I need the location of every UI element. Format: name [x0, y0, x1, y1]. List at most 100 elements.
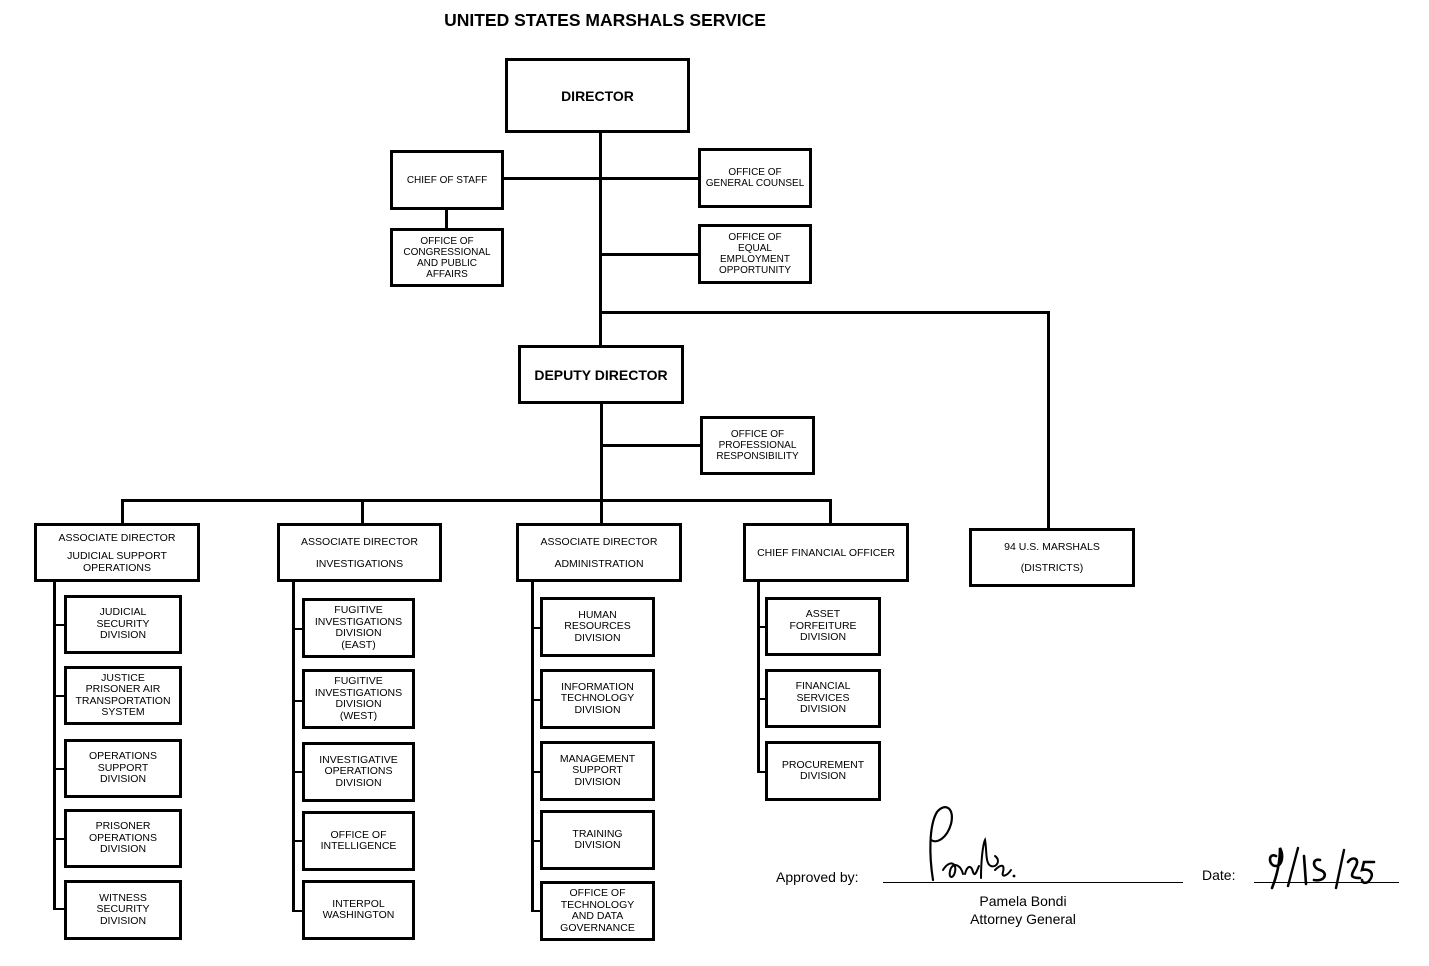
division-box: ASSET FORFEITURE DIVISION: [765, 597, 881, 656]
assoc-director-judicial-line1: ASSOCIATE DIRECTOR: [58, 531, 176, 544]
division-label: INTERPOL WASHINGTON: [322, 897, 395, 921]
connector-line: [531, 581, 534, 912]
division-box: OFFICE OF TECHNOLOGY AND DATA GOVERNANCE: [540, 881, 655, 941]
division-box: FUGITIVE INVESTIGATIONS DIVISION (WEST): [302, 669, 415, 729]
division-label: FINANCIAL SERVICES DIVISION: [795, 680, 851, 716]
division-label: MANAGEMENT SUPPORT DIVISION: [559, 752, 636, 788]
assoc-director-administration-line2: ADMINISTRATION: [554, 557, 644, 570]
general-counsel-box: OFFICE OF GENERAL COUNSEL: [698, 148, 812, 208]
connector-line: [292, 910, 304, 912]
professional-responsibility-label: OFFICE OF PROFESSIONAL RESPONSIBILITY: [716, 429, 799, 462]
connector-line: [121, 499, 124, 525]
division-label: INFORMATION TECHNOLOGY DIVISION: [560, 680, 635, 716]
connector-line: [53, 838, 66, 840]
signature-mark: [929, 806, 1016, 882]
connector-line: [757, 771, 768, 773]
congressional-affairs-label: OFFICE OF CONGRESSIONAL AND PUBLIC AFFAI…: [403, 235, 491, 280]
connector-line: [531, 771, 543, 773]
connector-line: [1047, 311, 1050, 529]
marshals-line1: 94 U.S. MARSHALS: [1004, 541, 1100, 553]
equal-employment-box: OFFICE OF EQUAL EMPLOYMENT OPPORTUNITY: [698, 224, 812, 284]
division-label: PROCUREMENT DIVISION: [781, 758, 865, 782]
division-box: OFFICE OF INTELLIGENCE: [302, 811, 415, 871]
approval-signature-line: [883, 882, 1183, 883]
connector-line: [600, 499, 603, 525]
division-label: OFFICE OF INTELLIGENCE: [320, 828, 397, 852]
division-label: OFFICE OF TECHNOLOGY AND DATA GOVERNANCE: [560, 887, 635, 934]
professional-responsibility-box: OFFICE OF PROFESSIONAL RESPONSIBILITY: [700, 416, 815, 475]
handwritten-date-mark: [1268, 846, 1376, 890]
division-label: HUMAN RESOURCES DIVISION: [564, 608, 631, 644]
approver-name: Pamela Bondi: [979, 893, 1067, 909]
division-box: PRISONER OPERATIONS DIVISION: [64, 809, 182, 868]
connector-line: [361, 499, 364, 525]
assoc-director-judicial-box: ASSOCIATE DIRECTOR JUDICIAL SUPPORT OPER…: [34, 523, 200, 582]
date-label: Date:: [1202, 867, 1236, 883]
marshals-line2: (DISTRICTS): [1020, 562, 1084, 574]
division-box: WITNESS SECURITY DIVISION: [64, 880, 182, 940]
director-box: DIRECTOR: [505, 58, 690, 133]
division-label: PRISONER OPERATIONS DIVISION: [88, 820, 158, 856]
assoc-director-judicial-line2: JUDICIAL SUPPORT OPERATIONS: [67, 549, 167, 574]
chief-of-staff-label: CHIEF OF STAFF: [406, 174, 488, 186]
general-counsel-label: OFFICE OF GENERAL COUNSEL: [705, 167, 805, 189]
division-label: OPERATIONS SUPPORT DIVISION: [88, 750, 158, 786]
connector-line: [757, 698, 768, 700]
connector-line: [292, 771, 304, 773]
connector-line: [757, 626, 768, 628]
cfo-box: CHIEF FINANCIAL OFFICER: [743, 523, 909, 582]
connector-line: [292, 840, 304, 842]
division-box: FUGITIVE INVESTIGATIONS DIVISION (EAST): [302, 598, 415, 658]
division-label: FUGITIVE INVESTIGATIONS DIVISION (EAST): [314, 604, 403, 651]
approver-role: Attorney General: [970, 911, 1076, 927]
connector-line: [53, 581, 56, 910]
connector-line: [53, 624, 66, 626]
assoc-director-investigations-box: ASSOCIATE DIRECTOR INVESTIGATIONS: [277, 523, 442, 582]
connector-line: [53, 695, 66, 697]
division-box: INTERPOL WASHINGTON: [302, 880, 415, 940]
division-box: TRAINING DIVISION: [540, 810, 655, 870]
connector-line: [292, 628, 304, 630]
connector-line: [599, 132, 602, 346]
division-box: INFORMATION TECHNOLOGY DIVISION: [540, 669, 655, 729]
connector-line: [121, 499, 832, 502]
connector-line: [601, 177, 700, 180]
connector-line: [53, 768, 66, 770]
assoc-director-administration-box: ASSOCIATE DIRECTOR ADMINISTRATION: [516, 523, 682, 582]
division-label: FUGITIVE INVESTIGATIONS DIVISION (WEST): [314, 675, 403, 722]
connector-line: [601, 311, 1050, 314]
division-box: JUDICIAL SECURITY DIVISION: [64, 595, 182, 654]
connector-line: [531, 627, 543, 629]
connector-line: [292, 700, 304, 702]
division-label: INVESTIGATIVE OPERATIONS DIVISION: [319, 753, 398, 789]
division-label: ASSET FORFEITURE DIVISION: [789, 608, 857, 644]
division-box: FINANCIAL SERVICES DIVISION: [765, 669, 881, 728]
division-box: JUSTICE PRISONER AIR TRANSPORTATION SYST…: [64, 666, 182, 725]
congressional-affairs-box: OFFICE OF CONGRESSIONAL AND PUBLIC AFFAI…: [390, 228, 504, 287]
connector-line: [601, 444, 702, 447]
division-label: WITNESS SECURITY DIVISION: [96, 891, 150, 927]
connector-line: [503, 177, 601, 180]
connector-line: [600, 403, 603, 502]
connector-line: [757, 581, 760, 773]
division-box: MANAGEMENT SUPPORT DIVISION: [540, 741, 655, 801]
division-box: INVESTIGATIVE OPERATIONS DIVISION: [302, 742, 415, 802]
connector-line: [531, 840, 543, 842]
connector-line: [53, 908, 66, 910]
connector-line: [531, 910, 543, 912]
division-box: HUMAN RESOURCES DIVISION: [540, 597, 655, 657]
connector-line: [601, 253, 700, 256]
connector-line: [292, 581, 295, 912]
division-box: OPERATIONS SUPPORT DIVISION: [64, 739, 182, 798]
connector-line: [445, 209, 448, 229]
equal-employment-label: OFFICE OF EQUAL EMPLOYMENT OPPORTUNITY: [718, 232, 792, 276]
assoc-director-investigations-line1: ASSOCIATE DIRECTOR: [301, 535, 418, 548]
connector-line: [531, 699, 543, 701]
date-line: [1254, 882, 1399, 883]
approved-by-label: Approved by:: [776, 869, 859, 885]
connector-line: [829, 499, 832, 524]
division-label: TRAINING DIVISION: [572, 827, 623, 851]
deputy-director-box: DEPUTY DIRECTOR: [518, 345, 684, 404]
marshals-box: 94 U.S. MARSHALS (DISTRICTS): [969, 528, 1135, 587]
assoc-director-investigations-line2: INVESTIGATIONS: [315, 557, 404, 570]
